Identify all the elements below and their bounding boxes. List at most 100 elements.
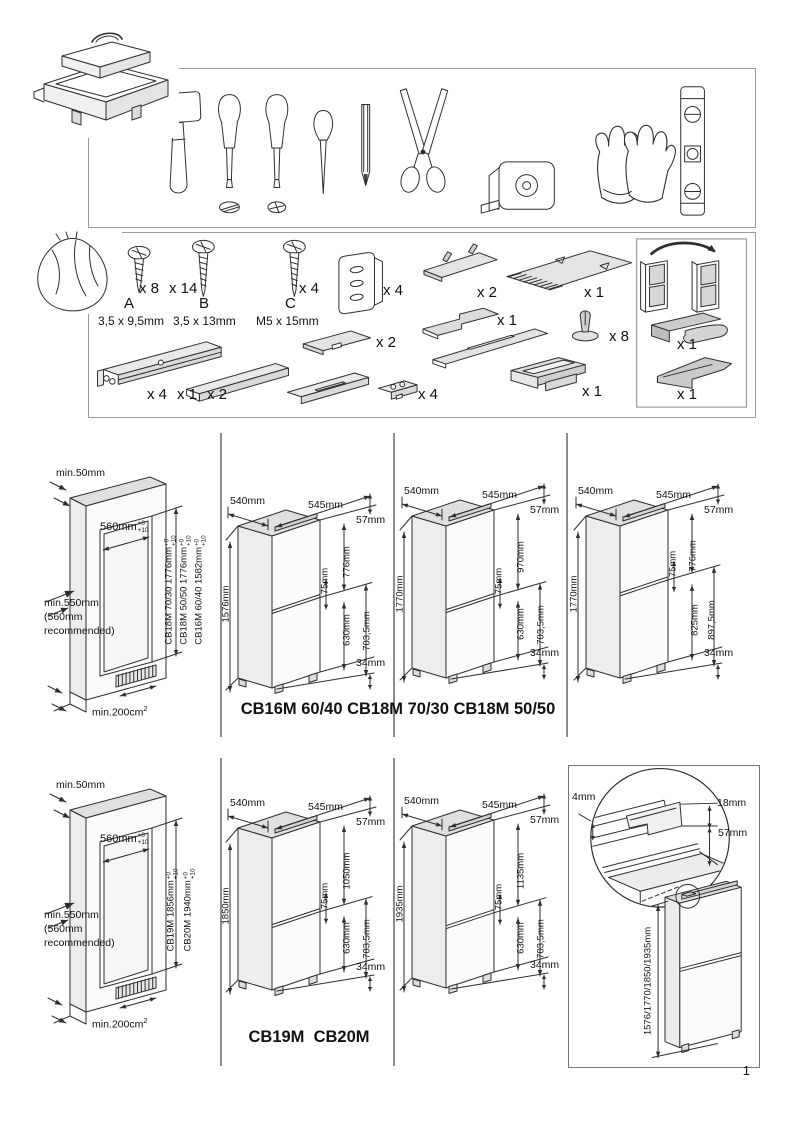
dim-top-offset: 18mm xyxy=(717,797,747,809)
hinge-cover-icon xyxy=(338,252,383,315)
fridge-isometric-art xyxy=(399,483,551,684)
channel-bracket-icon xyxy=(656,357,733,389)
hinge-bracket-qty: x 4 xyxy=(383,282,404,299)
dim-depth: 545mm xyxy=(308,499,344,511)
dim-inner-width: 560mm +0+10 xyxy=(100,520,149,534)
dim-depth: 545mm xyxy=(482,799,518,811)
phillips-screwdriver-icon xyxy=(265,94,289,214)
dim-lower-total: 703,5mm xyxy=(361,611,373,651)
awl-icon xyxy=(313,109,333,194)
screw-b-qty: x 14 xyxy=(169,280,198,297)
rail-short-qty: x 1 xyxy=(177,386,198,403)
dim-width: 540mm xyxy=(230,797,266,809)
column-divider xyxy=(393,758,395,1066)
dim-top-gap: 57mm xyxy=(530,814,560,826)
corner-bracket-icon xyxy=(510,357,586,392)
dim-height: 1576mm xyxy=(220,585,232,623)
dim-width: 540mm xyxy=(404,485,440,497)
dim-lower: 630mm xyxy=(515,922,527,954)
drill-plate-icon xyxy=(377,380,418,400)
fridge-isometric-art xyxy=(225,795,377,996)
tape-measure-icon xyxy=(480,161,555,214)
flathead-screwdriver-icon xyxy=(218,94,241,214)
ribbed-cover-icon xyxy=(506,250,633,291)
top-mounting-detail-panel: 4mm 18mm 57mm 1576/1770/1850/1935mm xyxy=(568,765,760,1068)
niche-model-label: CB19M 1856mm+0+10 xyxy=(165,868,179,952)
dim-width: 540mm xyxy=(404,795,440,807)
dim-inner-width: 560mm +0+10 xyxy=(100,832,149,846)
column-divider xyxy=(566,433,568,737)
small-cover-qty: x 2 xyxy=(376,334,397,351)
dim-bottom: 34mm xyxy=(356,961,386,973)
niche-model-label: CB16M 60/40 1582mm+0+10 xyxy=(193,535,207,645)
screw-c-icon xyxy=(283,239,306,297)
dim-bottom: 34mm xyxy=(704,647,734,659)
depth-note: min.550mm (560mm recommended) xyxy=(44,597,115,638)
dim-mid-gap: 75mm xyxy=(493,883,505,911)
dim-appliance-heights: 1576/1770/1850/1935mm xyxy=(642,926,654,1036)
niche-dim-diagram-row1: min.50mm 560mm +0+10 CB18M 70/30 1776mm+… xyxy=(40,460,215,745)
models-title-row2: CB19M CB20M xyxy=(248,1028,370,1046)
drill-plate-qty: x 4 xyxy=(418,386,439,403)
tools-art xyxy=(152,86,705,216)
dim-mid-gap: 75mm xyxy=(319,882,331,910)
screw-b-icon xyxy=(192,239,215,297)
dim-top-clearance: min.50mm xyxy=(56,779,106,791)
rail-long-qty: x 4 xyxy=(147,386,168,403)
screw-a-size: 3,5 x 9,5mm xyxy=(98,314,165,328)
plug-qty: x 8 xyxy=(609,328,630,345)
page-number: 1 xyxy=(742,1063,750,1078)
fridge-isometric-art xyxy=(225,493,377,694)
screw-c-size: M5 x 15mm xyxy=(256,314,319,328)
dim-top-gap: 57mm xyxy=(356,514,386,526)
fridge-dim-diagram-cb16m-6040: 540mm 545mm 57mm 1576mm 75mm 776mm 630mm… xyxy=(220,478,390,738)
column-divider xyxy=(393,433,395,737)
dim-upper: 970mm xyxy=(515,541,527,573)
dim-depth: 545mm xyxy=(482,489,518,501)
screw-c-qty: x 4 xyxy=(299,280,320,297)
spacer-block-icon xyxy=(651,312,728,344)
l-bracket-icon xyxy=(422,307,499,340)
screw-a-letter: A xyxy=(124,295,135,312)
fridge-isometric-art xyxy=(573,483,725,684)
dim-lower: 630mm xyxy=(515,608,527,640)
dim-upper: 776mm xyxy=(341,546,353,578)
supplied-parts-panel: x 8 x 14 A B 3,5 x 9,5mm 3,5 x 13mm x 4 … xyxy=(88,232,756,418)
cabinet-niche-art xyxy=(45,476,183,713)
fridge-dim-diagram-cb18m-5050: 540mm 545mm 57mm 1770mm 75mm 776mm 825mm… xyxy=(569,468,738,728)
dim-depth: 545mm xyxy=(308,801,344,813)
mounting-detail-art xyxy=(578,767,742,1059)
dim-upper: 776mm xyxy=(687,540,699,572)
hardware-bag-icon xyxy=(37,231,108,312)
dim-top-clearance: min.50mm xyxy=(56,467,106,479)
fridge-dim-diagram-cb20m: 540mm 545mm 57mm 1935mm 75mm 1135mm 630m… xyxy=(394,778,564,1038)
mid-rail-icon xyxy=(286,372,370,405)
scissors-icon xyxy=(399,88,449,193)
dim-height: 1935mm xyxy=(394,885,406,923)
tolerance: +0+10 xyxy=(137,832,149,846)
small-cover-icon xyxy=(302,330,372,356)
screw-b-size: 3,5 x 13mm xyxy=(173,314,236,328)
parts-art xyxy=(97,238,748,408)
dim-lower-total: 703,5mm xyxy=(535,919,547,959)
pencil-icon xyxy=(361,104,371,187)
dim-top-gap: 57mm xyxy=(530,504,560,516)
pin-cover-icon xyxy=(423,243,498,282)
telescopic-rail-icon xyxy=(97,341,222,387)
dim-width: 540mm xyxy=(578,485,614,497)
dim-top-gap: 57mm xyxy=(356,816,386,828)
niche-model-label: CB18M 50/50 1776mm+0+10 xyxy=(178,535,192,645)
short-rail-icon xyxy=(186,363,289,402)
required-tools-panel xyxy=(88,68,756,228)
dim-bottom: 34mm xyxy=(530,959,560,971)
l-bracket-qty: x 1 xyxy=(497,312,518,329)
dim-upper: 1135mm xyxy=(515,852,527,890)
dim-lower: 825mm xyxy=(689,604,701,636)
hardware-bag-icon xyxy=(30,231,122,314)
dim-height: 1850mm xyxy=(220,887,232,925)
vent-area-label: min.200cm2 xyxy=(92,706,148,719)
models-title-row1: CB16M 60/40 CB18M 70/30 CB18M 50/50 xyxy=(240,700,556,718)
dim-bottom: 34mm xyxy=(530,647,560,659)
corner-bracket-qty: x 1 xyxy=(582,383,603,400)
tolerance: +0+10 xyxy=(137,520,149,534)
